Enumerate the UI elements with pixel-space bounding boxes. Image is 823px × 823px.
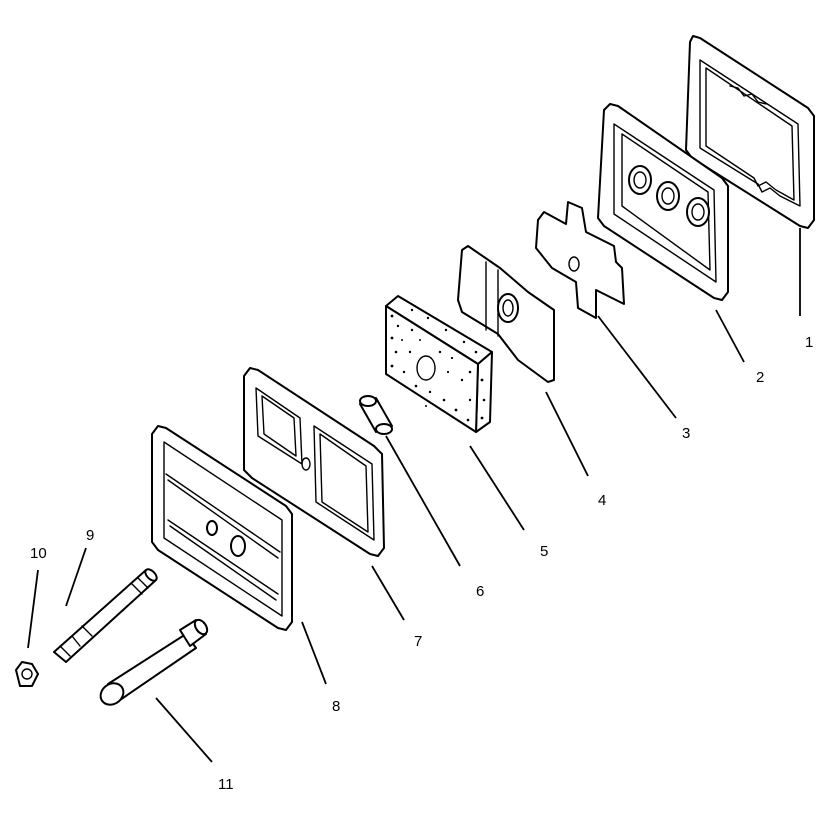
- callout-6: 6: [476, 583, 484, 600]
- part-7-gasket: [243, 367, 385, 557]
- callout-2: 2: [756, 369, 764, 386]
- part-11-pin: [99, 618, 209, 706]
- callout-10: 10: [30, 545, 47, 562]
- leader-7: [371, 565, 405, 621]
- callout-3: 3: [682, 425, 690, 442]
- part-4-bracket: [457, 245, 555, 383]
- leader-6: [385, 435, 461, 567]
- part-2-flange-plate: [597, 103, 729, 301]
- leader-11: [155, 697, 213, 763]
- part-6-bushing: [359, 395, 393, 435]
- filter-texture: [390, 308, 486, 422]
- callout-5: 5: [540, 543, 548, 560]
- callout-11: 11: [218, 776, 234, 793]
- part-8-cover-plate: [151, 425, 293, 631]
- leader-lines: [27, 228, 801, 763]
- leader-8: [301, 621, 327, 685]
- callout-4: 4: [598, 492, 606, 509]
- callout-8: 8: [332, 698, 340, 715]
- part-10-nut: [15, 661, 39, 687]
- leader-10: [27, 569, 39, 649]
- leader-2: [715, 309, 745, 363]
- callout-9: 9: [86, 527, 94, 544]
- part-3-cross-plate: [535, 201, 625, 319]
- part-5-filter-block: [385, 295, 493, 433]
- callout-labels: 1 2 3 4 5 6 7 8 9 10 11: [30, 334, 813, 793]
- leader-5: [469, 445, 525, 531]
- callout-1: 1: [805, 334, 813, 351]
- leader-4: [545, 391, 589, 477]
- callout-7: 7: [414, 633, 422, 650]
- leader-3: [597, 315, 677, 419]
- part-9-stud: [53, 568, 158, 663]
- leader-9: [65, 547, 87, 607]
